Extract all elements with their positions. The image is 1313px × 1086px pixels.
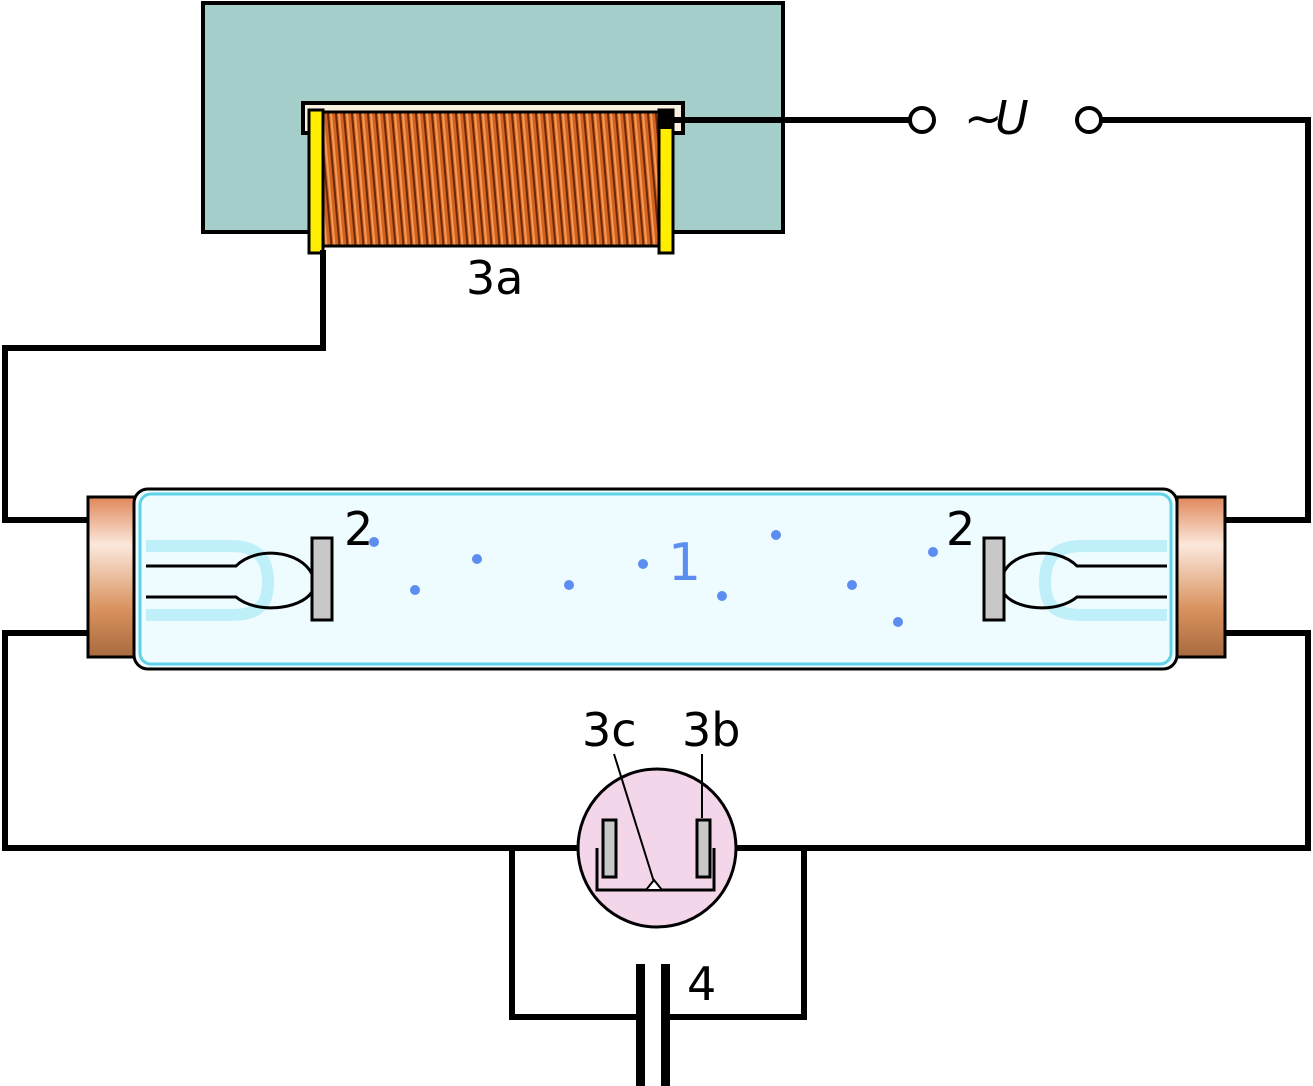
coil-flange-left: [307, 108, 325, 255]
coil-winding: [318, 110, 666, 248]
wire-supply-to-right-tube: [1102, 117, 1311, 523]
electrode-stem-left: [146, 540, 275, 621]
tube-end-cap-left: [86, 495, 138, 659]
electrode-left: [310, 536, 334, 622]
supply-voltage-symbol: U: [995, 91, 1029, 145]
mercury-atom: [369, 537, 379, 547]
supply-terminal-left: [908, 106, 936, 134]
electrode-leads-right: [1001, 551, 1167, 610]
tube-inner-outline: [138, 492, 1173, 666]
mercury-atoms: [369, 530, 938, 627]
wire-right-tube-to-starter: [736, 630, 1311, 851]
capacitor-plate-left: [636, 964, 645, 1086]
label-electrode-left: 2: [344, 502, 373, 556]
mercury-atom: [410, 585, 420, 595]
electrode-right: [982, 536, 1006, 622]
capacitor-plate-right: [661, 964, 670, 1086]
wire-left-tube-to-starter: [2, 630, 578, 851]
label-gas: 1: [668, 533, 701, 593]
starter-contact-tip: [643, 878, 665, 891]
fluorescent-tube: [86, 487, 1227, 671]
wire-choke-to-left-tube: [2, 250, 326, 523]
mercury-atom: [928, 547, 938, 557]
mercury-atom: [847, 580, 857, 590]
circuit-wires: [2, 117, 1311, 1020]
mercury-atom: [638, 559, 648, 569]
starter-glow-switch: [576, 753, 738, 929]
label-starter-bimetal: 3b: [682, 703, 740, 757]
tube-glass: [132, 487, 1179, 671]
coil-flange-right: [657, 108, 675, 255]
supply-tilde: ~: [964, 91, 1003, 145]
wire-capacitor-right-branch: [667, 848, 807, 1020]
starter-bulb: [576, 767, 738, 929]
coil-terminal: [659, 111, 673, 129]
label-starter-contact: 3c: [582, 703, 637, 757]
starter-electrode-left: [601, 818, 618, 879]
capacitor: [636, 964, 670, 1086]
mercury-atom: [564, 580, 574, 590]
supply-terminal-right: [1075, 106, 1103, 134]
electrode-leads-left: [146, 551, 314, 610]
mercury-atom: [717, 591, 727, 601]
label-capacitor: 4: [687, 957, 716, 1011]
leader-3c: [613, 753, 655, 883]
ac-supply: ~ U: [908, 91, 1103, 145]
tube-end-cap-right: [1175, 495, 1227, 659]
label-electrode-right: 2: [946, 502, 975, 556]
wire-capacitor-left-branch: [509, 848, 640, 1020]
choke-ballast: [201, 1, 785, 255]
mercury-atom: [771, 530, 781, 540]
electrode-stem-right: [1038, 540, 1167, 621]
label-choke: 3a: [466, 251, 523, 305]
mercury-atom: [472, 554, 482, 564]
starter-electrode-right: [695, 818, 712, 879]
mercury-atom: [893, 617, 903, 627]
